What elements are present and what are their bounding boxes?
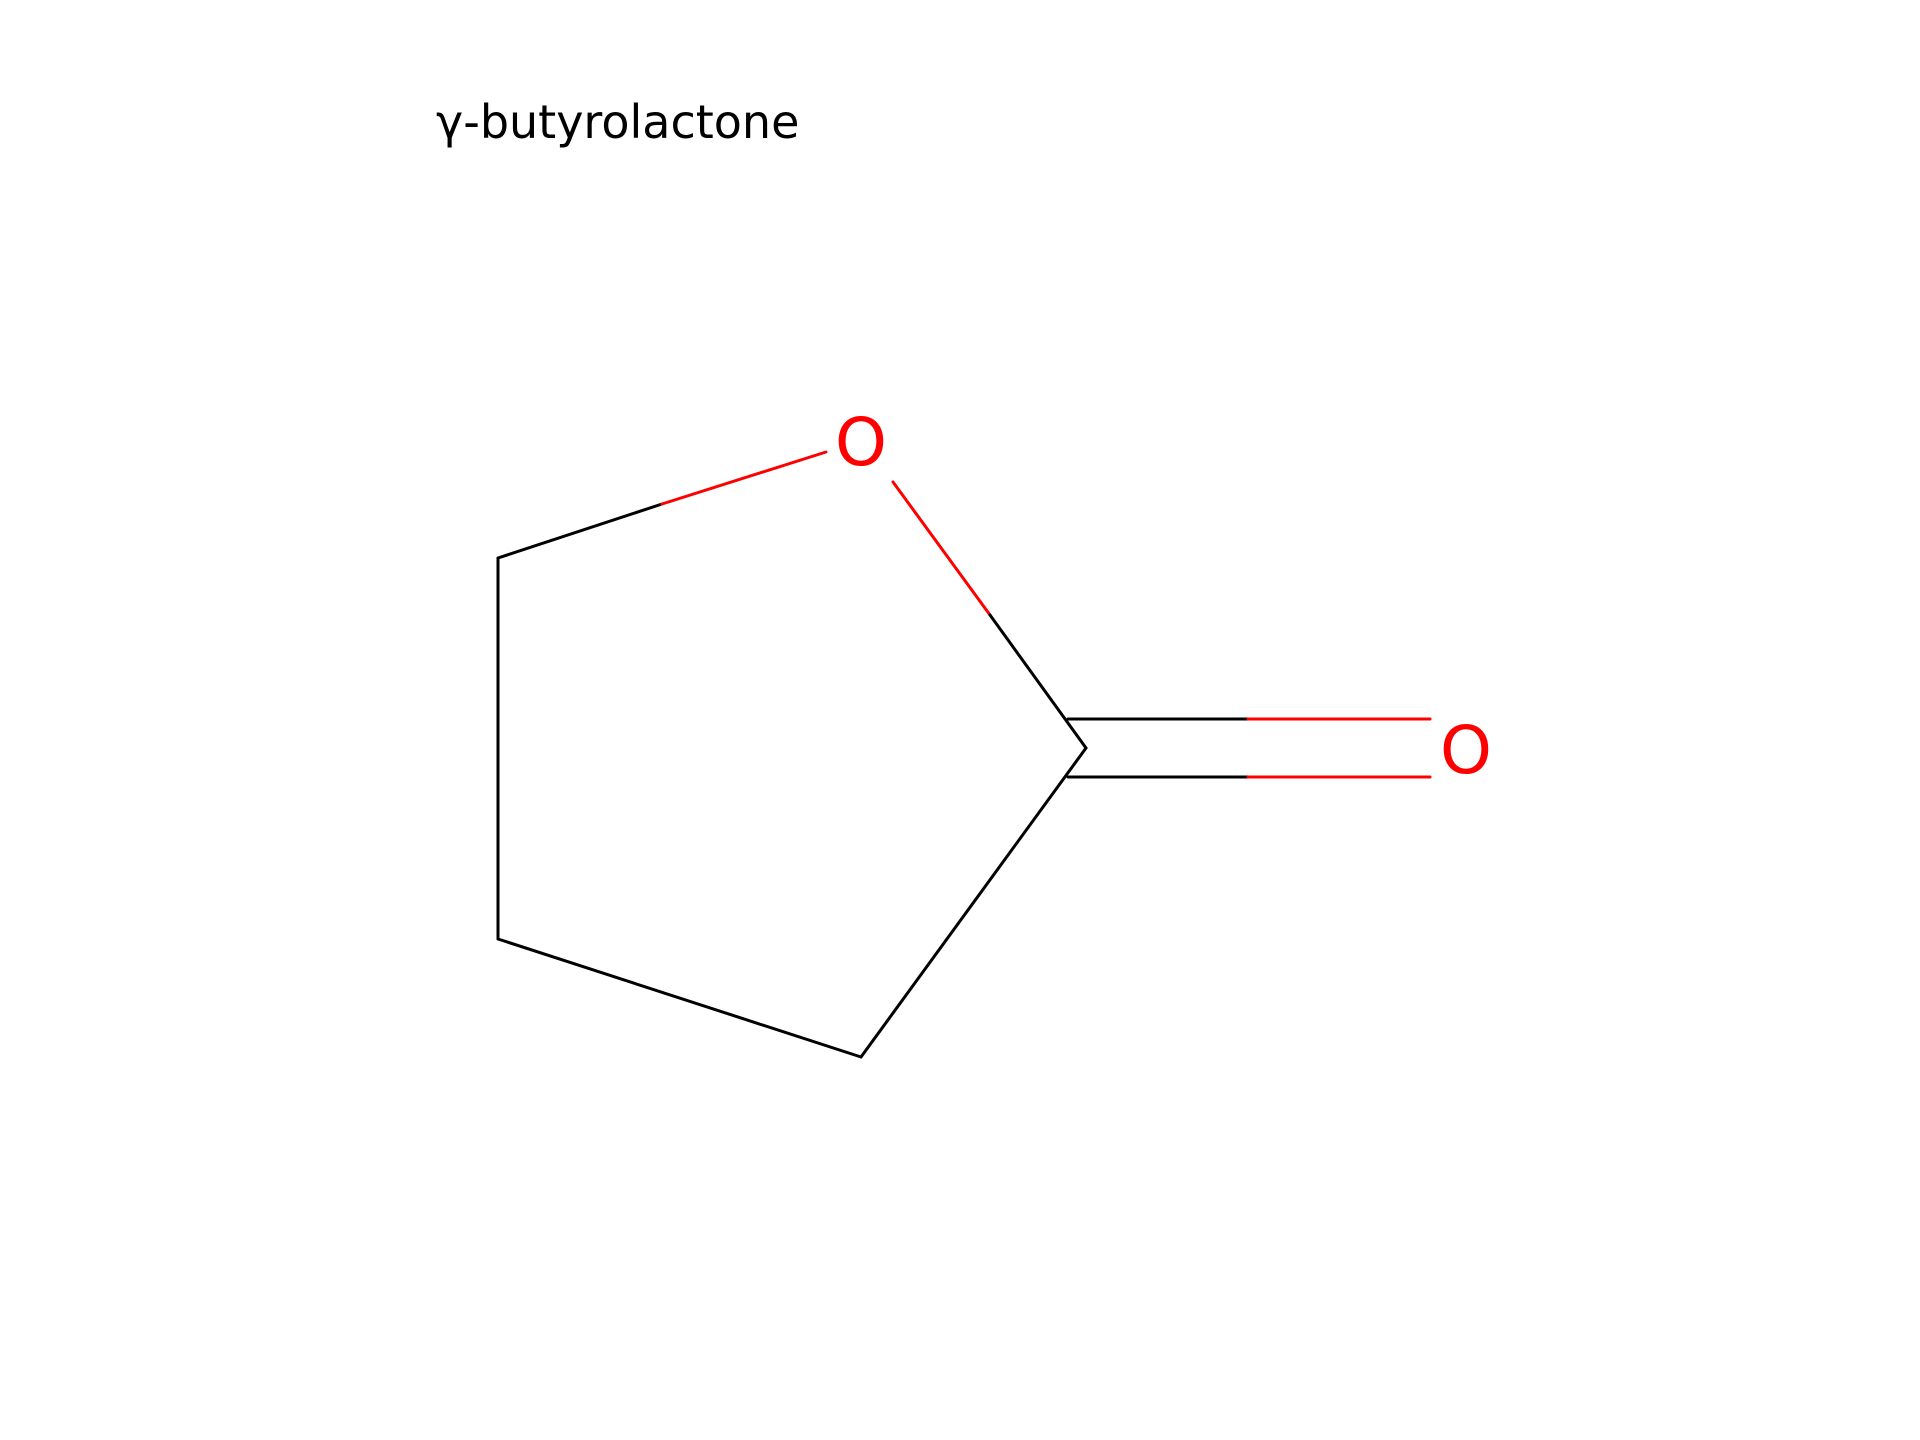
bond-o1-c2-oxygen-half (891, 480, 992, 617)
bond-c3-c4 (496, 937, 863, 1059)
molecule-name: γ-butyrolactone (436, 95, 800, 149)
bond-c5-o1-oxygen-half (660, 450, 828, 506)
ring-oxygen-label: O (835, 404, 887, 481)
bond-c2-c3 (859, 746, 1088, 1059)
bond-c5-o1-carbon-half (496, 502, 664, 560)
bond-o1-c2-carbon-half (988, 613, 1088, 750)
carbonyl-oxygen-label: O (1440, 712, 1492, 789)
